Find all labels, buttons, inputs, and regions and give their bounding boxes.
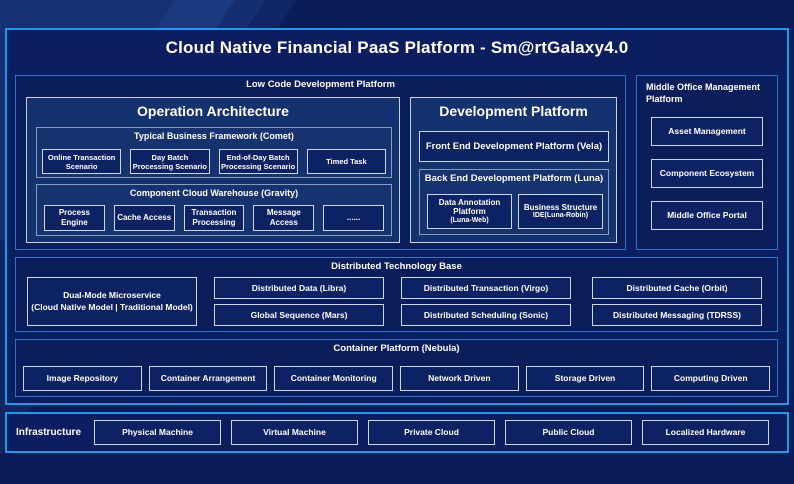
box-name: Business Structure [523,202,598,212]
box-subname: IDE(Luna-Robin) [532,212,589,220]
box-global-sequence-mars: Global Sequence (Mars) [214,304,384,326]
box-end-of-day-batch-processing-scenario: End-of-Day Batch Processing Scenario [218,149,298,174]
group-component-cloud-warehouse-gravity: Component Cloud Warehouse (Gravity) Proc… [36,184,392,236]
box-distributed-data-libra: Distributed Data (Libra) [214,277,384,299]
box-component-ecosystem: Component Ecosystem [651,159,763,188]
box-ellipsis: ...... [323,205,384,231]
section-label: Low Code Development Platform [246,79,395,90]
box-distributed-cache-orbit: Distributed Cache (Orbit) [592,277,762,299]
group-label: Typical Business Framework (Comet) [134,131,294,141]
box-detail: (Cloud Native Model | Traditional Model) [31,301,193,312]
panel-operation-architecture: Operation Architecture Typical Business … [26,97,400,243]
gravity-items-row: Process Engine Cache Access Transaction … [44,205,384,231]
box-subname: (Luna-Web) [450,216,489,224]
box-asset-management: Asset Management [651,117,763,146]
box-localized-hardware: Localized Hardware [642,420,769,445]
box-name: Data Annotation Platform [438,197,501,217]
box-front-end-development-platform-vela: Front End Development Platform (Vela) [419,131,609,162]
section-middle-office-management-platform: Middle Office Management Platform Asset … [636,75,778,250]
box-timed-task: Timed Task [306,149,386,174]
panel-title: Operation Architecture [137,103,289,119]
section-label: Distributed Technology Base [331,261,462,272]
section-infrastructure: Infrastructure Physical Machine Virtual … [5,412,789,453]
box-name: Dual-Mode Microservice [63,290,161,301]
comet-items-row: Online Transaction Scenario Day Batch Pr… [42,149,386,174]
box-virtual-machine: Virtual Machine [231,420,358,445]
box-computing-driven: Computing Driven [651,366,771,391]
box-day-batch-processing-scenario: Day Batch Processing Scenario [130,149,210,174]
box-image-repository: Image Repository [23,366,142,391]
section-label: Infrastructure [16,427,82,438]
box-process-engine: Process Engine [44,205,105,231]
group-label: Component Cloud Warehouse (Gravity) [129,188,299,198]
platform-frame: Cloud Native Financial PaaS Platform - S… [5,28,789,405]
box-distributed-transaction-virgo: Distributed Transaction (Virgo) [401,277,571,299]
box-public-cloud: Public Cloud [505,420,632,445]
box-container-monitoring: Container Monitoring [274,366,394,391]
box-private-cloud: Private Cloud [368,420,495,445]
box-transaction-processing: Transaction Processing [183,205,245,231]
box-dual-mode-microservice: Dual-Mode Microservice (Cloud Native Mod… [27,277,197,326]
box-online-transaction-scenario: Online Transaction Scenario [42,149,122,174]
box-container-arrangement: Container Arrangement [148,366,268,391]
group-label: Back End Development Platform (Luna) [424,173,604,184]
group-typical-business-framework-comet: Typical Business Framework (Comet) Onlin… [36,127,392,178]
box-message-access: Message Access [253,205,315,231]
box-data-annotation-platform: Data Annotation Platform (Luna-Web) [427,194,512,229]
box-cache-access: Cache Access [113,205,175,231]
section-label: Container Platform (Nebula) [333,343,460,354]
infrastructure-items-row: Physical Machine Virtual Machine Private… [94,420,769,445]
group-back-end-development-platform-luna: Back End Development Platform (Luna) Dat… [419,169,609,235]
section-label: Middle Office Management Platform [646,82,761,104]
box-network-driven: Network Driven [400,366,519,391]
box-storage-driven: Storage Driven [525,366,645,391]
box-distributed-scheduling-sonic: Distributed Scheduling (Sonic) [401,304,571,326]
box-middle-office-portal: Middle Office Portal [651,201,763,230]
box-distributed-messaging-tdrss: Distributed Messaging (TDRSS) [592,304,762,326]
section-distributed-technology-base: Distributed Technology Base Dual-Mode Mi… [15,257,778,332]
container-items-row: Image Repository Container Arrangement C… [23,366,771,391]
section-low-code-development-platform: Low Code Development Platform Operation … [15,75,626,250]
box-business-structure-ide: Business Structure IDE(Luna-Robin) [518,194,603,229]
section-container-platform-nebula: Container Platform (Nebula) Image Reposi… [15,339,778,397]
panel-title: Development Platform [439,103,588,119]
box-physical-machine: Physical Machine [94,420,221,445]
page-title: Cloud Native Financial PaaS Platform - S… [165,38,629,57]
panel-development-platform: Development Platform Front End Developme… [410,97,617,243]
